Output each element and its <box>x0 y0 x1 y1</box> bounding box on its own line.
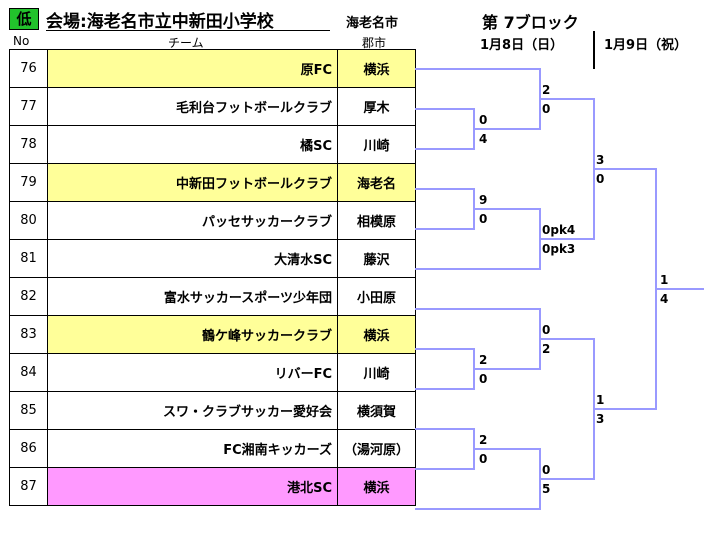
team-number: 84 <box>9 353 48 392</box>
bracket-semi-bottom <box>540 338 595 480</box>
score-label: 0 <box>479 113 488 127</box>
team-area: （湯河原） <box>337 429 416 468</box>
col-header-pref: 郡市 <box>362 36 387 50</box>
bracket-79-80 <box>415 188 475 230</box>
bracket-83-84 <box>415 348 475 390</box>
score-label: 2 <box>479 433 488 447</box>
score-label: 3 <box>596 412 605 426</box>
score-label: 0 <box>479 212 488 226</box>
team-number: 82 <box>9 277 48 316</box>
level-badge: 低 <box>9 8 39 30</box>
block-title: 第 7ブロック <box>482 13 579 32</box>
team-area: 横浜 <box>337 467 416 506</box>
score-label: 2 <box>542 83 551 97</box>
team-name: 富水サッカースポーツ少年団 <box>47 277 338 316</box>
team-area: 相模原 <box>337 201 416 240</box>
team-area: 横須賀 <box>337 391 416 430</box>
team-number: 79 <box>9 163 48 202</box>
col-header-team: チーム <box>168 36 204 50</box>
team-area: 海老名 <box>337 163 416 202</box>
score-label: 0 <box>479 452 488 466</box>
bracket-82-w <box>415 308 541 370</box>
team-area: 川崎 <box>337 353 416 392</box>
team-number: 86 <box>9 429 48 468</box>
bracket-w-87 <box>415 448 541 510</box>
team-area: 川崎 <box>337 125 416 164</box>
score-label: 1 <box>596 393 605 407</box>
team-name: 原FC <box>47 49 338 88</box>
score-label: 4 <box>479 132 488 146</box>
bracket-77-78 <box>415 108 475 150</box>
score-label: 3 <box>596 153 605 167</box>
team-area: 藤沢 <box>337 239 416 278</box>
score-label: 0 <box>542 463 551 477</box>
score-label: 0 <box>542 102 551 116</box>
team-number: 81 <box>9 239 48 278</box>
bracket-final <box>594 168 657 410</box>
score-label: 5 <box>542 482 551 496</box>
bracket-w-81 <box>415 208 541 270</box>
venue-title: 会場:海老名市立中新田小学校 <box>46 12 274 32</box>
bracket-85-86 <box>415 428 475 470</box>
day2-label: 1月9日（祝） <box>604 38 688 53</box>
score-label: 1 <box>660 273 669 287</box>
venue-underline <box>46 30 330 31</box>
score-label: 0 <box>596 172 605 186</box>
bracket-76-w <box>415 68 541 130</box>
score-label: 0 <box>479 372 488 386</box>
bracket-semi-top <box>540 98 595 240</box>
team-name: 港北SC <box>47 467 338 506</box>
team-name: 中新田フットボールクラブ <box>47 163 338 202</box>
team-name: 橘SC <box>47 125 338 164</box>
score-label: 0 <box>542 323 551 337</box>
team-name: 鶴ケ峰サッカークラブ <box>47 315 338 354</box>
col-header-no: No <box>13 34 30 48</box>
team-number: 76 <box>9 49 48 88</box>
team-area: 横浜 <box>337 49 416 88</box>
score-label: 0pk3 <box>542 242 576 256</box>
team-number: 83 <box>9 315 48 354</box>
team-number: 87 <box>9 467 48 506</box>
score-label: 0pk4 <box>542 223 576 237</box>
day1-label: 1月8日（日） <box>480 38 564 53</box>
team-area: 厚木 <box>337 87 416 126</box>
score-label: 2 <box>542 342 551 356</box>
team-name: 大清水SC <box>47 239 338 278</box>
score-label: 9 <box>479 193 488 207</box>
host-city: 海老名市 <box>346 16 399 31</box>
score-label: 2 <box>479 353 488 367</box>
score-label: 4 <box>660 292 669 306</box>
team-number: 77 <box>9 87 48 126</box>
date-divider <box>593 31 595 69</box>
